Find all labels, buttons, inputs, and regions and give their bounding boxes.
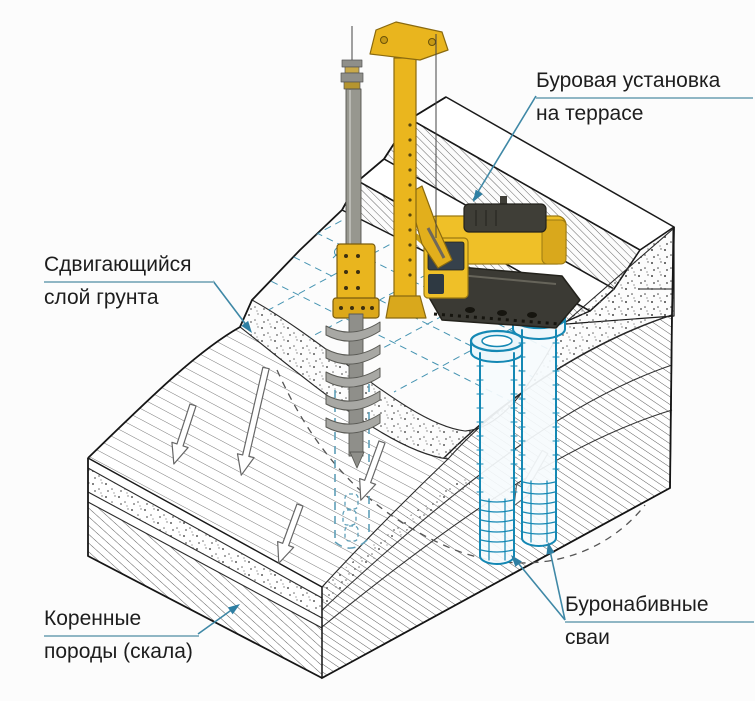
drilling-rig <box>325 21 581 469</box>
boom-arm <box>407 185 453 269</box>
leader-arrow-icon <box>546 542 555 555</box>
label-drilling-rig: Буровая установка на террасе <box>536 68 753 127</box>
slide-direction-arrow <box>359 440 386 501</box>
label-sliding-layer: Сдвигающийся слой грунта <box>44 252 214 311</box>
leader-pile-right <box>548 545 566 621</box>
leader-arrow-icon <box>473 189 483 202</box>
label-bored-piles-line2: сваи <box>565 626 610 649</box>
auger-icon <box>325 313 381 469</box>
leader-sliding-layer <box>212 280 251 331</box>
label-drilling-rig-line1: Буровая установка <box>536 68 753 99</box>
slide-direction-arrow <box>236 366 270 476</box>
label-sliding-layer-line1: Сдвигающийся <box>44 252 214 283</box>
label-bedrock: Коренные породы (скала) <box>44 606 199 665</box>
label-sliding-layer-line2: слой грунта <box>44 286 159 309</box>
bedrock-left-face <box>87 458 323 678</box>
block-outline <box>87 96 675 679</box>
slope-face <box>87 326 450 588</box>
slide-direction-arrows <box>171 366 549 564</box>
label-bored-piles-line1: Буронабивные <box>565 592 754 623</box>
engine-hood <box>463 196 547 233</box>
borehole-dashed <box>334 384 370 549</box>
mast-head <box>369 21 449 61</box>
leader-pile-left <box>513 557 566 621</box>
bored-piles <box>469 306 567 565</box>
bored-pile-left <box>469 329 525 565</box>
leader-arrow-icon <box>511 555 522 567</box>
label-bedrock-line1: Коренные <box>44 606 199 637</box>
counterweight <box>541 219 567 265</box>
label-bored-piles: Буронабивные сваи <box>565 592 754 651</box>
label-bedrock-line2: породы (скала) <box>44 640 193 663</box>
leader-arrow-icon <box>227 604 240 615</box>
slide-direction-arrow <box>171 403 197 465</box>
leader-rig <box>472 95 537 201</box>
terrain-block <box>87 96 675 680</box>
slip-surface-curve <box>276 369 646 564</box>
slide-direction-arrow <box>277 503 304 564</box>
label-drilling-rig-line2: на террасе <box>536 102 644 125</box>
leader-arrow-icon <box>241 320 252 333</box>
kelly-bar <box>340 59 364 247</box>
leader-arrowheads <box>227 189 555 615</box>
hoist-cables <box>351 26 437 238</box>
rotary-drive <box>332 243 380 319</box>
